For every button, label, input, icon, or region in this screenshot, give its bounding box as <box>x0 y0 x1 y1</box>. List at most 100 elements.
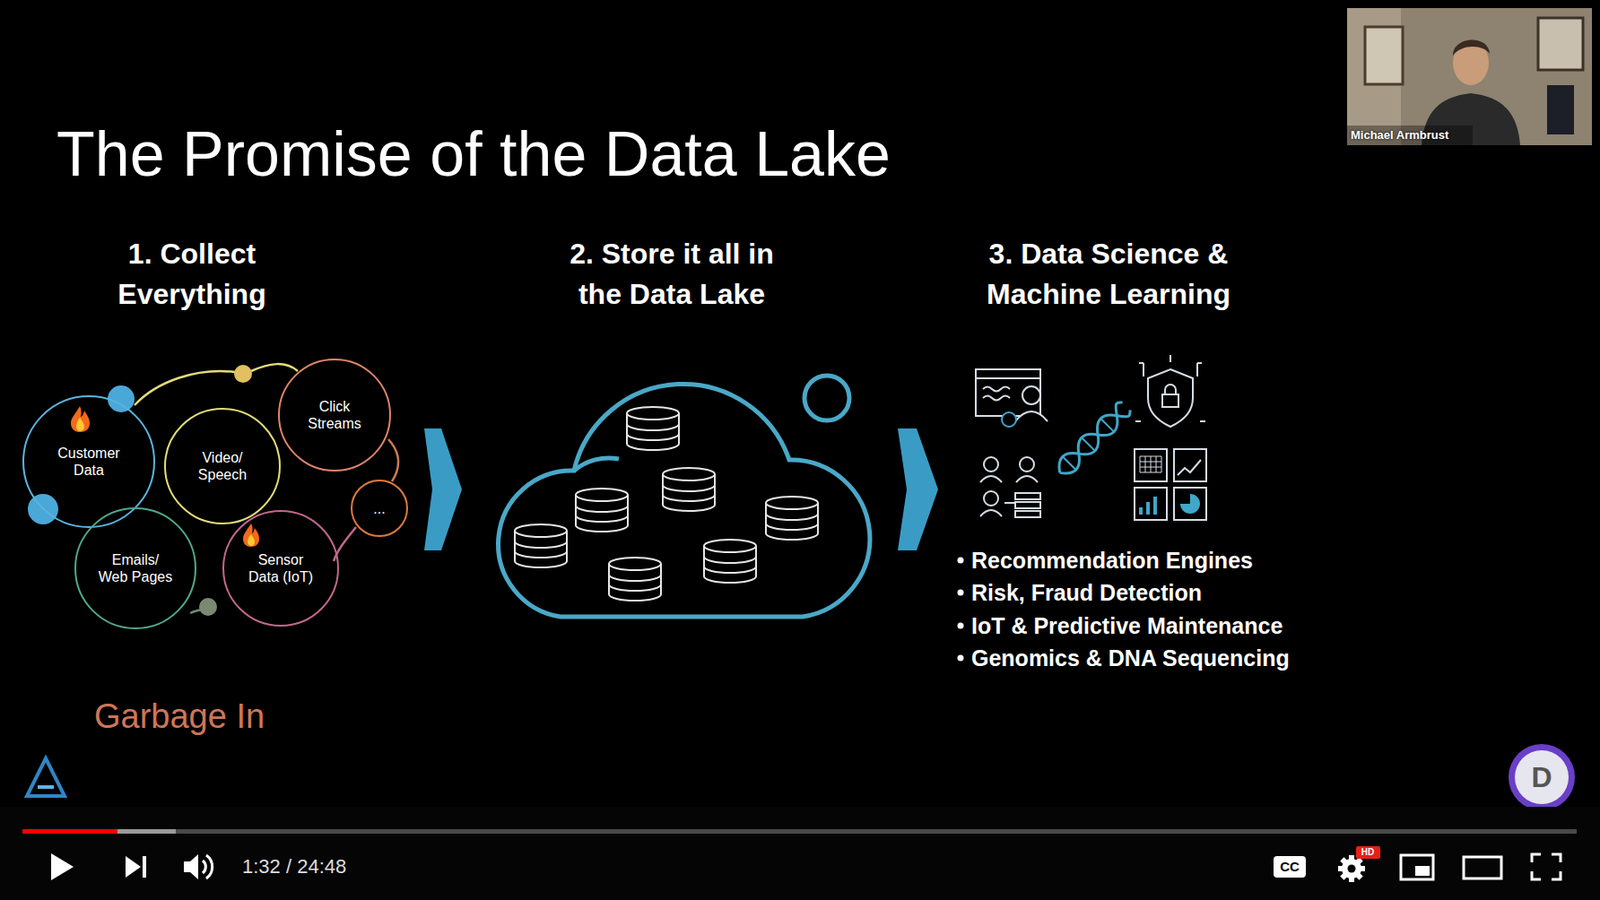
database-icon <box>704 539 757 583</box>
flame-core <box>76 417 85 432</box>
source-bubble: Sensor Data (IoT) <box>222 510 340 627</box>
progress-played <box>22 829 118 835</box>
play-button <box>51 853 74 881</box>
logo-stripe <box>37 785 54 790</box>
volume-icon <box>183 854 199 880</box>
circuit-lines <box>1135 355 1206 422</box>
bullet-item: IoT & Predictive Maintenance <box>971 612 1283 640</box>
cloud-bubble <box>804 375 850 421</box>
cloud-inner-arc <box>573 458 619 471</box>
device <box>1547 85 1574 135</box>
person-body <box>1015 411 1048 422</box>
progress-buffer <box>22 829 176 835</box>
person <box>1016 476 1038 483</box>
bubble-dot <box>199 598 218 617</box>
bullet-dot <box>957 655 965 662</box>
video-player-controls <box>0 807 1600 900</box>
next-button <box>125 856 141 879</box>
bullet-dot <box>957 590 965 597</box>
webcam-inset <box>1347 8 1592 146</box>
flame <box>70 406 90 433</box>
bubble-label: ... <box>361 500 398 518</box>
theater-button <box>1463 857 1502 879</box>
database-icon <box>608 557 661 601</box>
bubble-dot <box>107 385 135 413</box>
pie-chart <box>1180 494 1200 514</box>
dna-rung <box>1062 457 1076 470</box>
person <box>980 476 1002 483</box>
badge-face <box>1514 750 1569 805</box>
badge-letter: D <box>1530 761 1552 794</box>
logo-triangle <box>26 758 65 797</box>
section-heading: 1. Collect Everything <box>102 234 282 315</box>
person <box>1019 457 1035 472</box>
badge <box>1001 412 1017 427</box>
bubble-label: Customer Data <box>48 444 130 479</box>
source-bubble: ... <box>350 479 409 538</box>
bullet-dot <box>957 623 965 630</box>
database-icon <box>575 488 628 532</box>
flow-arrow <box>897 428 939 551</box>
monitor-wave <box>982 387 1010 392</box>
person <box>983 491 999 506</box>
bubble-label: Video/ Speech <box>191 449 254 484</box>
channel-badge <box>1508 744 1575 811</box>
person-hair <box>1452 39 1490 56</box>
lock-body <box>1162 394 1179 408</box>
server <box>1015 502 1041 509</box>
dna-rung <box>1081 437 1095 451</box>
hd-label: HD <box>1361 847 1374 859</box>
gear-hole <box>1347 865 1357 874</box>
tile <box>1134 449 1167 482</box>
tile <box>1173 487 1207 521</box>
person <box>983 457 999 472</box>
lock-shackle <box>1165 384 1176 395</box>
database-icon <box>514 524 567 568</box>
bubble-label: Sensor Data (IoT) <box>244 551 317 586</box>
bullet-item: Risk, Fraud Detection <box>971 579 1202 607</box>
bubble-dot <box>27 494 59 525</box>
shield-lock-icon <box>1135 355 1206 427</box>
monitor-wave <box>982 396 1010 401</box>
bubble-arc <box>251 364 298 372</box>
server <box>1015 511 1041 518</box>
bubble-label: Click Streams <box>301 398 369 433</box>
source-bubble: Click Streams <box>278 358 392 472</box>
flame <box>243 523 260 548</box>
dna-strand <box>1052 400 1133 480</box>
flow-arrow <box>424 428 462 551</box>
bubble-decoration <box>27 364 399 617</box>
database-icons <box>514 407 818 601</box>
tile <box>1134 487 1167 521</box>
monitor-frame <box>975 369 1041 417</box>
settings-gear <box>1338 855 1366 883</box>
bubble-dot <box>234 365 253 383</box>
data-lake-cloud <box>498 375 870 618</box>
data-science-icons <box>975 355 1207 521</box>
dna-strand <box>1052 400 1133 480</box>
grid <box>1139 456 1162 473</box>
time-display: 1:32 / 24:48 <box>242 855 347 879</box>
person-head <box>1022 386 1041 405</box>
miniplayer-button <box>1400 855 1434 880</box>
progress-track <box>22 829 1577 835</box>
miniplayer-button <box>1415 866 1430 877</box>
bar-chart <box>1140 496 1156 515</box>
gear-tooth <box>1339 857 1363 880</box>
bullet-dot <box>957 557 965 565</box>
gear-tooth <box>1339 857 1363 880</box>
source-bubble: Video/ Speech <box>164 408 281 525</box>
cc-label: CC <box>1279 859 1300 876</box>
section-heading: 3. Data Science & Machine Learning <box>965 234 1253 315</box>
bullet-dots <box>957 557 965 662</box>
bubble-arc <box>134 371 235 406</box>
bullet-item: Recommendation Engines <box>971 547 1253 574</box>
fullscreen-button <box>1531 854 1561 880</box>
person-head <box>1452 40 1489 86</box>
monitor-icon <box>975 369 1048 427</box>
presenter-name: Michael Armbrust <box>1350 128 1449 143</box>
name-strip <box>1347 125 1473 146</box>
section-heading: 2. Store it all in the Data Lake <box>559 234 784 315</box>
monitor-bar <box>975 377 1041 380</box>
hd-badge <box>1356 846 1381 860</box>
